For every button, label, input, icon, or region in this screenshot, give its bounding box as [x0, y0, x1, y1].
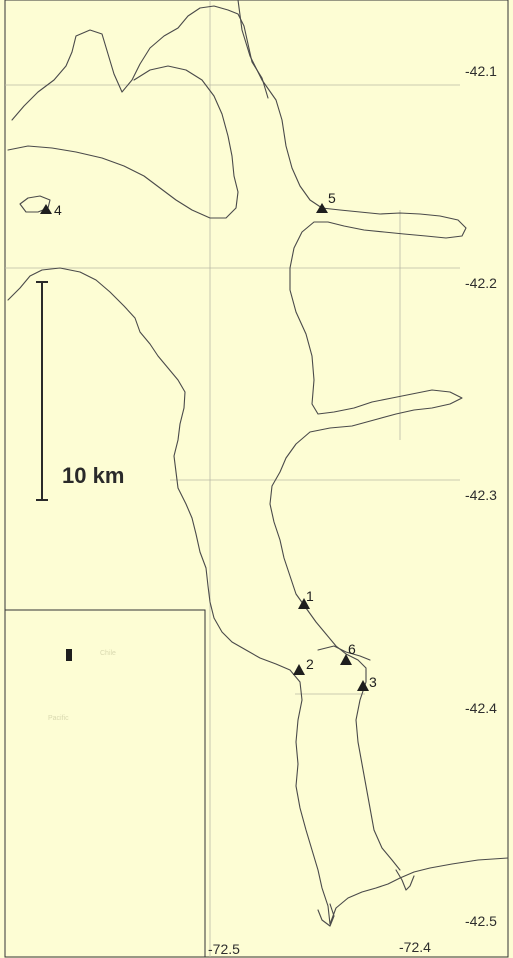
- inset-label-pacific: Pacific: [48, 715, 69, 722]
- site-marker-1: 1: [298, 588, 314, 609]
- inset-location-marker: [66, 649, 72, 661]
- site-marker-2: 2: [293, 656, 314, 675]
- island-4: [19, 195, 51, 213]
- coastlines: [7, 0, 509, 927]
- lat-label-42-1: -42.1: [465, 63, 497, 79]
- latitude-labels: -42.1 -42.2 -42.3 -42.4 -42.5: [465, 63, 497, 929]
- site-2-label: 2: [306, 656, 314, 672]
- site-1-triangle-icon: [298, 598, 310, 609]
- site-marker-5: 5: [316, 190, 336, 213]
- site-4-label: 4: [54, 202, 62, 218]
- map-frame: [4, 0, 509, 958]
- inset-frame: [4, 609, 206, 958]
- site-2-triangle-icon: [293, 664, 305, 675]
- site-marker-6: 6: [340, 641, 356, 665]
- lat-label-42-2: -42.2: [465, 275, 497, 291]
- site-marker-4: 4: [40, 202, 62, 218]
- site-6-triangle-icon: [340, 654, 352, 665]
- graticule: [5, 0, 460, 957]
- inset-label-chile: Chile: [100, 650, 116, 657]
- lat-label-42-3: -42.3: [465, 487, 497, 503]
- site-5-triangle-icon: [316, 203, 328, 213]
- lat-label-42-4: -42.4: [465, 700, 497, 716]
- site-1-label: 1: [306, 588, 314, 604]
- lon-label-72-4: -72.4: [399, 939, 431, 955]
- scale-bar: 10 km: [36, 281, 124, 501]
- coastline-west-mainland: [7, 267, 331, 925]
- site-3-triangle-icon: [357, 680, 369, 691]
- site-4-triangle-icon: [40, 204, 52, 214]
- inlet-south: [317, 903, 335, 927]
- longitude-labels: -72.5 -72.4: [208, 939, 431, 957]
- site-5-label: 5: [328, 190, 336, 206]
- lat-label-42-5: -42.5: [465, 913, 497, 929]
- coastline-north-gulf: [7, 65, 239, 219]
- site-6-label: 6: [348, 641, 356, 657]
- scale-bar-label: 10 km: [62, 463, 124, 488]
- inlet-southeast: [395, 869, 415, 891]
- site-marker-3: 3: [357, 674, 377, 691]
- coastline-channel-east-upper: [237, 0, 467, 871]
- site-3-label: 3: [369, 674, 377, 690]
- lon-label-72-5: -72.5: [208, 941, 240, 957]
- coastline-river-mouth: [317, 645, 371, 661]
- sampling-sites: 1 2 3 4 5 6: [40, 190, 377, 691]
- coastline-north-fjord: [11, 5, 269, 121]
- coastline-east-mainland: [329, 857, 509, 925]
- location-inset: Chile Pacific: [4, 609, 206, 958]
